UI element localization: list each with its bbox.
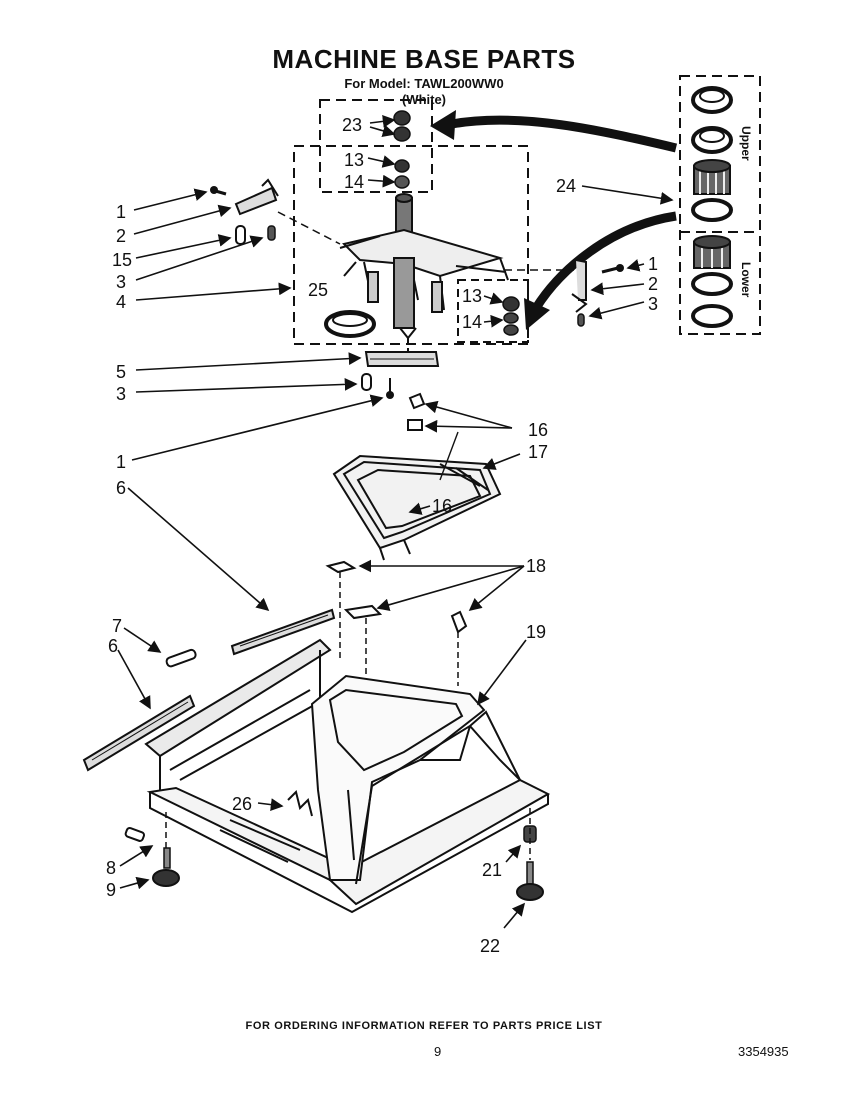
part-6-lower-rail-icon bbox=[82, 694, 196, 772]
callout-19: 19 bbox=[526, 622, 546, 642]
callout-13-hub: 13 bbox=[462, 286, 482, 306]
callout-15: 15 bbox=[112, 250, 132, 270]
ordering-note: FOR ORDERING INFORMATION REFER TO PARTS … bbox=[245, 1020, 603, 1032]
callout-21: 21 bbox=[482, 860, 502, 880]
part-2-bracket-icon bbox=[234, 178, 279, 216]
callout-17: 17 bbox=[528, 442, 548, 462]
part-15-spacer-icon bbox=[235, 225, 246, 245]
callout-5: 5 bbox=[116, 362, 126, 382]
callout-13: 13 bbox=[344, 150, 364, 170]
callout-2-right: 2 bbox=[648, 274, 658, 294]
alignment-line bbox=[277, 211, 341, 245]
callout-3-right: 3 bbox=[648, 294, 658, 314]
part-13-seal-icon bbox=[394, 159, 410, 173]
page-number: 9 bbox=[434, 1044, 442, 1059]
part-6-upper-rail-icon bbox=[230, 608, 336, 656]
callout-8: 8 bbox=[106, 858, 116, 878]
part-21-leg-nut-icon bbox=[523, 808, 537, 860]
callout-3-lower: 3 bbox=[116, 384, 126, 404]
lower-label: Lower bbox=[739, 262, 753, 298]
callout-16-frame: 16 bbox=[432, 496, 452, 516]
part-17-tub-support-frame bbox=[332, 454, 502, 561]
callout-26: 26 bbox=[232, 794, 252, 814]
part-3-lower-clip-icon bbox=[361, 373, 372, 391]
leader-lines bbox=[117, 115, 674, 929]
part-8-leg-bolt-icon bbox=[124, 812, 167, 866]
callout-6-lower: 6 bbox=[108, 636, 118, 656]
part-3-right-clip-icon bbox=[577, 313, 585, 327]
callout-9: 9 bbox=[106, 880, 116, 900]
lower-roller-bearing-icon bbox=[693, 235, 731, 269]
document-number: 3354935 bbox=[738, 1044, 789, 1059]
callout-22: 22 bbox=[480, 936, 500, 956]
part-23-bearing-pair-icon bbox=[393, 110, 411, 142]
callout-2: 2 bbox=[116, 226, 126, 246]
part-16-ref-lines bbox=[439, 431, 459, 481]
part-2-right-bracket-icon bbox=[571, 259, 588, 313]
part-7-clip-icon bbox=[165, 648, 197, 668]
callout-1-lower: 1 bbox=[116, 452, 126, 472]
upper-washer-icon bbox=[691, 198, 733, 222]
upper-seal-ring-icon bbox=[691, 126, 733, 154]
part-22-leveling-foot-icon bbox=[516, 861, 544, 901]
lower-bearing-arrow bbox=[524, 211, 677, 330]
part-18-pad-icon bbox=[325, 560, 468, 686]
part-9-leveling-foot-icon bbox=[152, 847, 180, 887]
part-13-hub-seal-icon bbox=[502, 296, 520, 312]
part-26-spring-clip-icon bbox=[287, 790, 313, 817]
upper-bearing-ring-icon bbox=[691, 86, 733, 114]
page-title: MACHINE BASE PARTS bbox=[272, 44, 576, 74]
model-line: For Model: TAWL200WW0 bbox=[344, 76, 504, 91]
part-1-lower-screw-icon bbox=[386, 378, 394, 399]
callout-25: 25 bbox=[308, 280, 328, 300]
callout-16: 16 bbox=[528, 420, 548, 440]
callout-24: 24 bbox=[556, 176, 576, 196]
callout-7: 7 bbox=[112, 616, 122, 636]
part-25-ring-icon bbox=[324, 310, 376, 338]
part-1-screw-icon bbox=[210, 186, 227, 196]
part-19-machine-base bbox=[144, 638, 551, 914]
callout-4: 4 bbox=[116, 292, 126, 312]
callout-23: 23 bbox=[342, 115, 362, 135]
callout-1: 1 bbox=[116, 202, 126, 222]
callout-18: 18 bbox=[526, 556, 546, 576]
part-14-hub-washer-icon bbox=[503, 312, 519, 336]
part-14-washer-icon bbox=[394, 175, 410, 189]
callout-6: 6 bbox=[116, 478, 126, 498]
bearing-kit-inset: Upper Lower bbox=[679, 75, 761, 335]
part-3-clip-icon bbox=[267, 225, 276, 241]
callout-3: 3 bbox=[116, 272, 126, 292]
callout-14: 14 bbox=[344, 172, 364, 192]
lower-washer-icon bbox=[691, 304, 733, 328]
lower-seal-ring-icon bbox=[691, 272, 733, 296]
upper-bearing-arrow bbox=[430, 110, 678, 153]
callout-14-hub: 14 bbox=[462, 312, 482, 332]
spider-assembly-box bbox=[293, 145, 529, 345]
part-1-right-screw-icon bbox=[601, 264, 624, 274]
part-5-support-bracket-icon bbox=[364, 351, 440, 367]
callout-1-right: 1 bbox=[648, 254, 658, 274]
upper-label: Upper bbox=[739, 126, 753, 161]
upper-roller-bearing-icon bbox=[693, 159, 731, 195]
spider-assembly-part-4 bbox=[339, 193, 509, 354]
